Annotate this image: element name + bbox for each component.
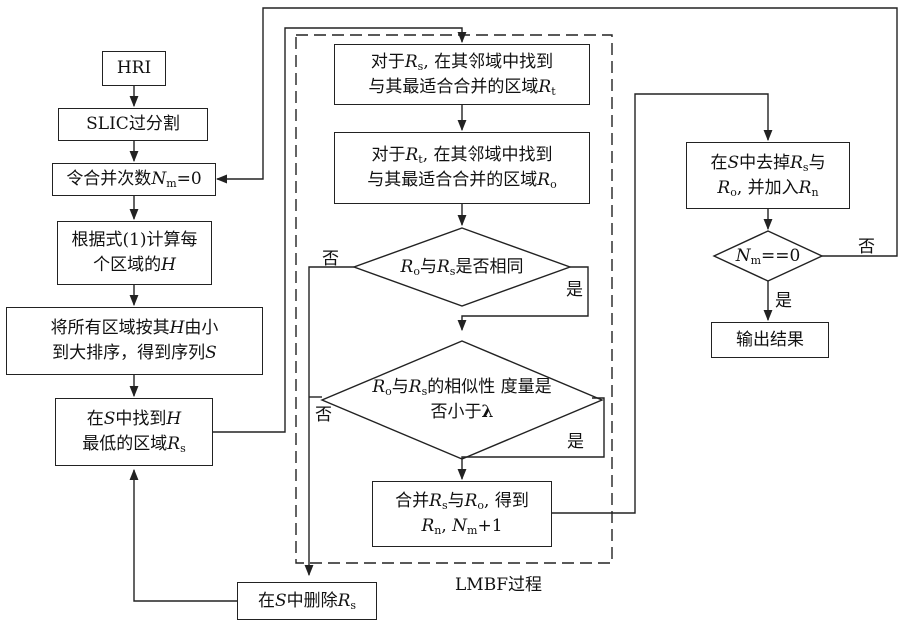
box-update: 在S中去掉Rs与 Ro, 并加入Rn	[686, 142, 850, 209]
arrow-same-yes	[457, 266, 589, 332]
arrow-same-no	[304, 266, 354, 577]
box-calc-text: 根据式(1)计算每 个区域的H	[71, 230, 198, 275]
box-find-text: 在S中找到H 最低的区域Rs	[82, 409, 186, 455]
box-slic-text: SLIC过分割	[86, 114, 180, 134]
box-find-t-text: 对于Rs, 在其邻域中找到 与其最适合合并的区域Rt	[368, 51, 556, 98]
label-lmbf-process: LMBF过程	[455, 575, 542, 595]
label-sim-no: 否	[315, 405, 332, 425]
decision-same: Ro与Rs是否相同	[384, 252, 540, 282]
label-sim-yes: 是	[567, 432, 584, 452]
box-update-text: 在S中去掉Rs与 Ro, 并加入Rn	[710, 152, 826, 199]
box-merge-text: 合并Rs与Ro, 得到 Rn, Nm+1	[395, 491, 529, 537]
arrow-merge-update	[552, 93, 773, 514]
label-nm-no: 否	[858, 237, 875, 257]
decision-nm: Nm==0	[728, 243, 808, 269]
box-find-o: 对于Rt, 在其邻域中找到 与其最适合合并的区域Ro	[334, 132, 590, 204]
decision-sim-text: Ro与Rs的相似性 度量是否小于λ	[372, 377, 552, 422]
decision-same-text: Ro与Rs是否相同	[400, 256, 524, 278]
box-merge: 合并Rs与Ro, 得到 Rn, Nm+1	[372, 481, 552, 547]
box-slic: SLIC过分割	[58, 108, 208, 141]
box-hri-text: HRI	[116, 58, 152, 78]
arrow-find-find-t	[213, 27, 467, 433]
box-sort-text: 将所有区域按其H由小 到大排序，得到序列S	[50, 318, 219, 363]
lmbf-region	[295, 34, 613, 564]
box-delete-text: 在S中删除Rs	[257, 590, 357, 612]
arrow-delete-find	[129, 468, 237, 602]
box-delete: 在S中删除Rs	[237, 582, 377, 620]
arrow-sim-yes	[457, 397, 605, 481]
label-same-no: 否	[322, 249, 339, 269]
decision-sim: Ro与Rs的相似性 度量是否小于λ	[372, 369, 552, 431]
label-same-yes: 是	[566, 280, 583, 300]
box-find: 在S中找到H 最低的区域Rs	[55, 398, 213, 466]
decision-same-shape	[351, 227, 573, 307]
box-find-o-text: 对于Rt, 在其邻域中找到 与其最适合合并的区域Ro	[367, 145, 557, 191]
decision-nm-text: Nm==0	[735, 245, 801, 267]
box-find-t: 对于Rs, 在其邻域中找到 与其最适合合并的区域Rt	[334, 44, 590, 105]
label-nm-yes: 是	[775, 291, 792, 311]
box-calc: 根据式(1)计算每 个区域的H	[57, 221, 212, 285]
box-init-text: 令合并次数Nm=0	[66, 169, 202, 190]
box-output: 输出结果	[711, 322, 829, 358]
box-output-text: 输出结果	[736, 329, 804, 350]
box-hri: HRI	[102, 51, 166, 86]
box-init: 令合并次数Nm=0	[52, 163, 216, 196]
arrow-nm-no	[215, 7, 898, 257]
box-sort: 将所有区域按其H由小 到大排序，得到序列S	[6, 307, 263, 375]
